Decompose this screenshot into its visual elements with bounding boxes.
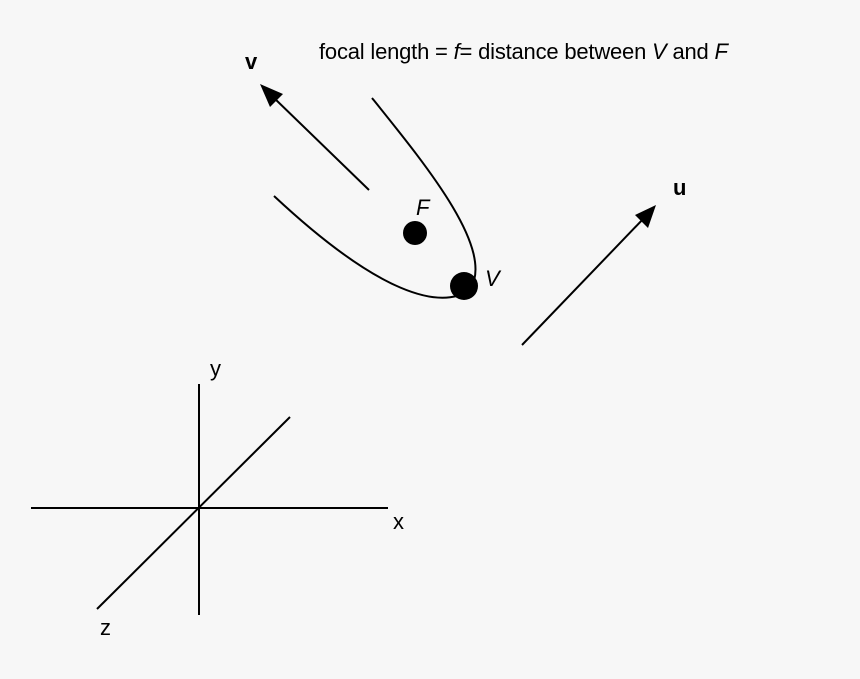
- u-vector-arrow: [521, 205, 656, 346]
- caption-text-2: = distance between: [459, 39, 653, 64]
- caption-text-3: and: [672, 39, 715, 64]
- vertex-label: V: [485, 266, 500, 291]
- v-vector-arrow: [260, 84, 370, 191]
- caption-f-symbol: f: [453, 39, 460, 64]
- z-axis-label: z: [100, 615, 111, 640]
- focus-label: F: [416, 195, 430, 220]
- z-axis-line: [96, 416, 291, 610]
- vertex-point: [450, 272, 478, 300]
- focal-length-caption: focal length = f= distance between V and…: [319, 41, 728, 63]
- coordinate-axes: [31, 384, 388, 615]
- u-vector-label: u: [673, 175, 687, 200]
- v-vector-label: v: [245, 49, 258, 74]
- caption-v-symbol: V: [652, 39, 667, 64]
- x-axis-label: x: [393, 509, 404, 534]
- focus-point: [403, 221, 427, 245]
- y-axis-label: y: [210, 356, 221, 381]
- caption-f-point-symbol: F: [714, 39, 728, 64]
- caption-text-1: focal length =: [319, 39, 454, 64]
